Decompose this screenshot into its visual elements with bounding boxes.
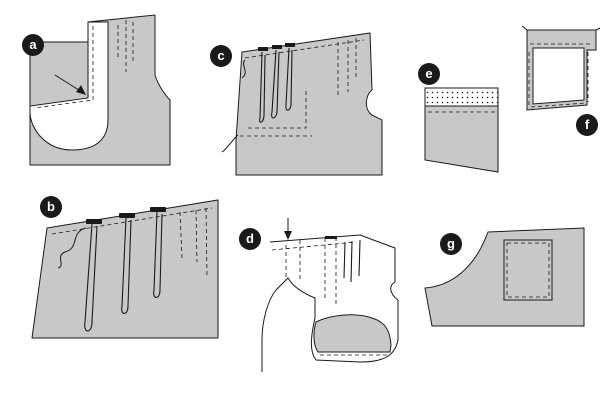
panel-label-e: e xyxy=(418,63,440,85)
panel-f-illustration xyxy=(522,26,600,110)
panel-label-a: a xyxy=(22,34,44,56)
panel-a-illustration xyxy=(30,15,170,165)
panel-label-c: c xyxy=(210,45,232,67)
panel-b-illustration xyxy=(32,200,218,338)
panel-d-illustration xyxy=(262,218,398,372)
arrow-head xyxy=(284,231,292,240)
panel-e-illustration xyxy=(425,88,498,172)
panel-c-illustration xyxy=(222,33,382,175)
panel-label-g: g xyxy=(440,233,462,255)
panel-label-f: f xyxy=(576,114,598,136)
panel-label-b: b xyxy=(40,196,62,218)
panel-label-d: d xyxy=(239,228,261,250)
